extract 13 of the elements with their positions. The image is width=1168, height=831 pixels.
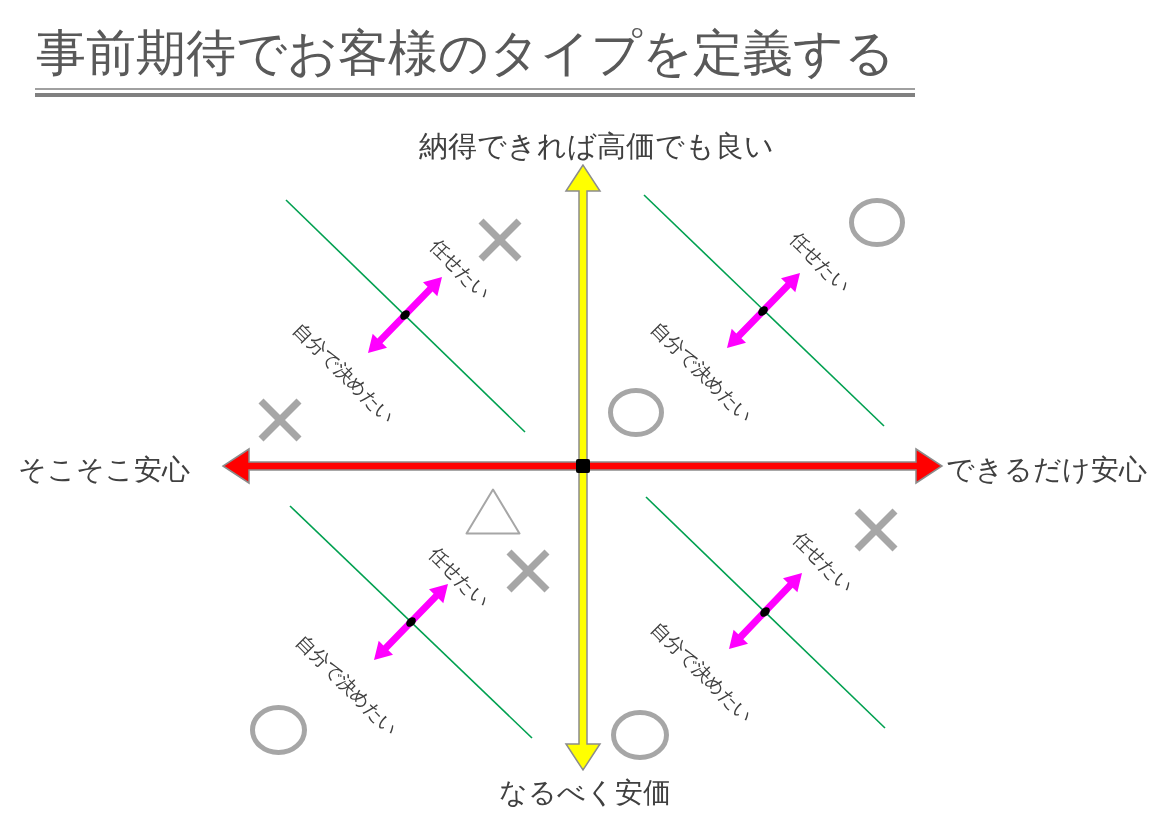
direction-label: 任せたい [426, 235, 494, 303]
axis-label: 納得できれば高価でも良い [418, 130, 774, 164]
axis-label: なるべく安価 [499, 776, 671, 810]
direction-label: 自分で決めたい [290, 319, 398, 427]
title: 事前期待でお客様のタイプを定義する [36, 25, 895, 83]
direction-label: 任せたい [789, 528, 857, 596]
direction-label: 自分で決めたい [648, 318, 756, 426]
axis-label: そこそこ安心 [18, 453, 190, 487]
direction-label: 任せたい [786, 228, 854, 296]
direction-label: 任せたい [425, 543, 493, 611]
axis-label: できるだけ安心 [945, 453, 1147, 487]
direction-label: 自分で決めたい [293, 631, 401, 739]
direction-label: 自分で決めたい [648, 618, 756, 726]
